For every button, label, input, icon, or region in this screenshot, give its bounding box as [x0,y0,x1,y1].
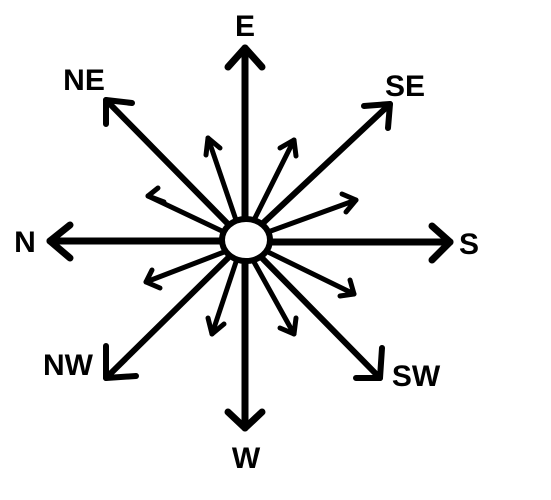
arrow-lower-left [103,255,231,381]
arrow-short-7 [209,259,239,337]
label-bottom: W [232,442,261,475]
center-hub [219,216,273,264]
arrow-lower-right [259,255,383,381]
label-lower-right: SW [392,360,441,393]
arrowhead-upper-right [361,101,393,131]
arrowhead-short-3 [145,185,167,205]
arrowhead-short-4 [339,191,359,215]
arrow-short-1 [205,135,239,223]
arrowhead-upper-left [103,97,135,127]
arrowhead-short-8 [277,315,299,337]
arrow-short-2 [251,137,297,223]
arrowhead-bottom [224,408,266,432]
arrow-upper-left [103,97,231,227]
label-lower-left: NW [43,349,94,382]
arrowhead-short-6 [337,277,357,299]
label-upper-right: SE [385,70,425,103]
arrow-upper-right [259,101,393,227]
arrowhead-short-1 [203,135,223,158]
arrowhead-top [224,44,266,71]
label-top: E [235,10,255,43]
arrowhead-right [428,222,454,264]
arrow-short-5 [143,249,227,285]
label-right: S [459,228,479,261]
arrowhead-lower-left [103,343,139,381]
arrow-short-4 [265,197,359,235]
label-upper-left: NE [63,64,105,97]
arrowhead-lower-right [353,345,385,381]
arrow-short-8 [251,259,297,337]
arrow-short-6 [265,249,357,297]
arrowhead-short-2 [277,137,299,159]
arrowhead-short-5 [143,267,163,291]
arrowhead-left [46,221,74,262]
label-left: N [14,226,36,259]
arrowhead-short-7 [205,315,227,337]
